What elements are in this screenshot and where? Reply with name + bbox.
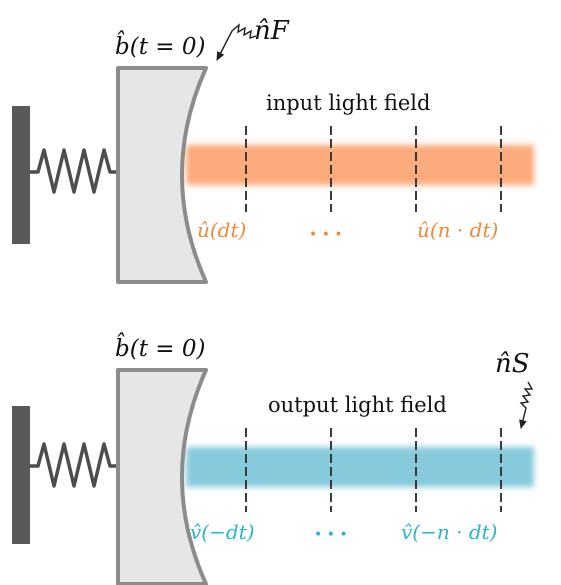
top-noise-arrow-icon [216,23,257,61]
top-slice-label-dots: • • • [309,227,343,243]
top-mirror-operator-label: b̂(t = 0) [115,31,205,60]
bottom-time-slice-lines [245,428,502,512]
top-wall [12,106,30,244]
bottom-beam-title: output light field [268,393,447,417]
bottom-mirror [116,368,208,585]
top-time-slice-lines [245,126,502,212]
top-mirror [116,66,208,284]
bottom-output-beam [186,447,534,487]
bottom-slice-label-dots: • • • [314,527,348,543]
top-beam-title: input light field [266,91,430,115]
top-spring [30,148,120,194]
bottom-wall [12,406,30,544]
top-slice-label-first: û(dt) [197,218,246,242]
top-input-beam [186,145,534,185]
top-panel: b̂(t = 0) n̂F input light field û(dt) • … [12,16,534,284]
bottom-noise-operator-label: n̂S [495,349,530,379]
top-noise-operator-label: n̂F [254,16,290,46]
bottom-mirror-operator-label: b̂(t = 0) [115,333,205,362]
bottom-slice-label-last: v̂(−n · dt) [401,520,497,544]
bottom-panel: b̂(t = 0) n̂S output light field v̂(−dt)… [12,333,534,585]
bottom-spring [30,442,120,488]
bottom-noise-arrow-icon [519,381,534,429]
bottom-slice-label-first: v̂(−dt) [190,520,255,544]
top-slice-label-last: û(n · dt) [417,218,498,242]
